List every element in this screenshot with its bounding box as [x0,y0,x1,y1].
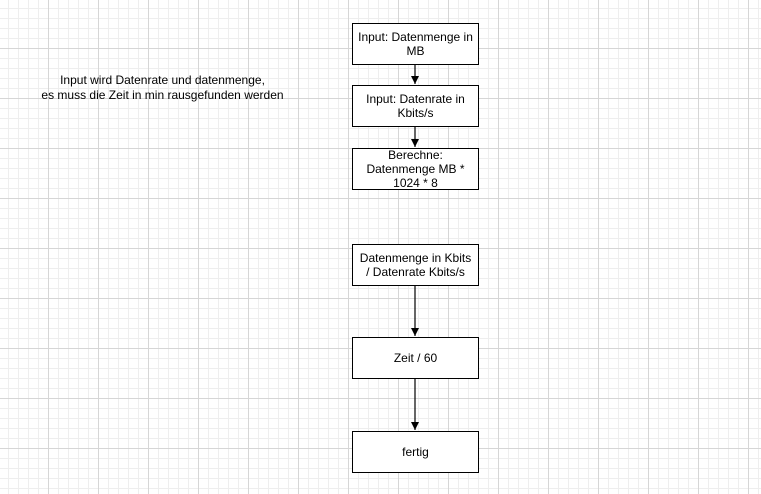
annotation-note[interactable]: Input wird Datenrate und datenmenge, es … [30,73,295,103]
annotation-line-1: Input wird Datenrate und datenmenge, [60,73,265,87]
step-fertig-label: fertig [402,445,429,459]
step-zeit[interactable]: Zeit / 60 [352,337,479,379]
step-zeit-label: Zeit / 60 [393,351,438,365]
annotation-line-2: es muss die Zeit in min rausgefunden wer… [41,88,284,102]
step-division[interactable]: Datenmenge in Kbits / Datenrate Kbits/s [352,244,479,286]
step-input-datenrate-label: Input: Datenrate in Kbits/s [366,92,465,120]
step-division-label: Datenmenge in Kbits / Datenrate Kbits/s [359,251,472,279]
step-input-datenmenge-label: Input: Datenmenge in MB [358,30,473,58]
step-berechne[interactable]: Berechne: Datenmenge MB * 1024 * 8 [352,148,479,190]
step-input-datenmenge[interactable]: Input: Datenmenge in MB [352,23,479,65]
step-berechne-label: Berechne: Datenmenge MB * 1024 * 8 [366,148,465,190]
step-fertig[interactable]: fertig [352,431,479,473]
step-input-datenrate[interactable]: Input: Datenrate in Kbits/s [352,85,479,127]
